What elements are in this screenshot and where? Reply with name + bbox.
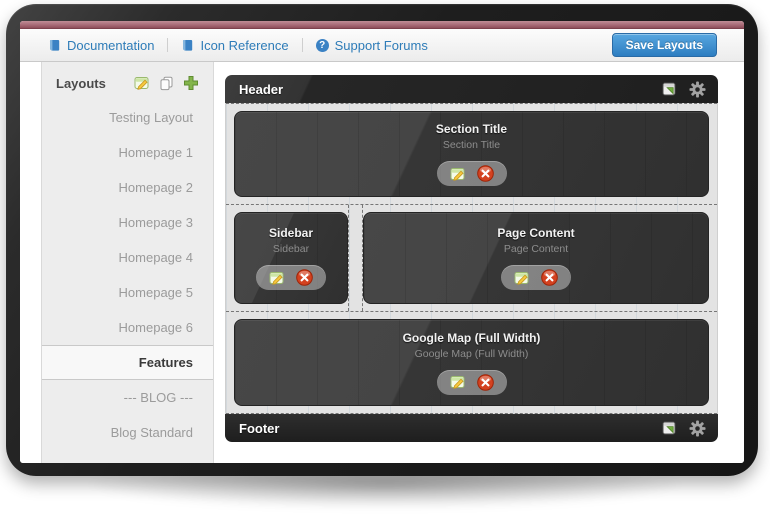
builder-row: Google Map (Full Width) Google Map (Full… — [226, 312, 717, 414]
edit-icon[interactable] — [514, 270, 530, 286]
left-gutter — [20, 62, 41, 463]
documentation-link-label: Documentation — [67, 37, 155, 53]
block-title: Sidebar — [268, 226, 313, 240]
support-forums-link[interactable]: ? Support Forums — [315, 37, 428, 53]
block-actions — [436, 161, 507, 186]
book-icon — [181, 39, 194, 52]
documentation-link[interactable]: Documentation — [48, 38, 154, 53]
delete-icon[interactable] — [541, 269, 558, 286]
gear-icon[interactable] — [689, 80, 706, 98]
toolbar: Documentation Icon Reference ? Support F… — [20, 29, 744, 62]
sidebar-header: Layouts — [42, 62, 213, 100]
edit-icon[interactable] — [450, 374, 466, 390]
delete-icon[interactable] — [296, 269, 313, 286]
toolbar-separator — [167, 38, 169, 52]
sidebar-item-homepage-6[interactable]: Homepage 6 — [118, 320, 193, 335]
main-area: Header — [214, 62, 744, 463]
block-section-title[interactable]: Section Title Section Title — [234, 111, 709, 197]
device-bezel: Documentation Icon Reference ? Support F… — [6, 4, 758, 476]
block-actions — [436, 369, 507, 395]
content-area: Layouts Test — [20, 62, 744, 463]
sidebar-item-homepage-2[interactable]: Homepage 2 — [118, 180, 193, 195]
sidebar-item-features[interactable]: Features — [42, 345, 213, 380]
block-subtitle: Sidebar — [272, 243, 310, 255]
sidebar-item-testing-layout[interactable]: Testing Layout — [109, 110, 193, 125]
footer-region-label: Footer — [239, 420, 280, 436]
book-icon — [48, 39, 61, 52]
sidebar-item-homepage-5[interactable]: Homepage 5 — [118, 285, 193, 300]
sidebar-item-homepage-3[interactable]: Homepage 3 — [118, 215, 193, 230]
edit-icon[interactable] — [450, 166, 466, 182]
add-icon[interactable] — [183, 75, 199, 91]
add-element-icon[interactable] — [661, 420, 677, 436]
edit-icon[interactable] — [134, 75, 150, 91]
save-layouts-button[interactable]: Save Layouts — [611, 33, 717, 57]
delete-icon[interactable] — [476, 373, 494, 391]
sidebar-item-blog-standard[interactable]: Blog Standard — [110, 425, 193, 440]
header-bar-actions — [661, 80, 706, 98]
site-header-strip — [20, 21, 744, 29]
header-region-label: Header — [239, 81, 284, 97]
block-google-map[interactable]: Google Map (Full Width) Google Map (Full… — [234, 319, 709, 406]
sidebar-item-blog-separator: --- BLOG --- — [123, 390, 193, 405]
sidebar-item-homepage-1[interactable]: Homepage 1 — [118, 145, 193, 160]
screen: Documentation Icon Reference ? Support F… — [20, 21, 744, 463]
block-actions — [256, 265, 326, 290]
builder-row: Sidebar Sidebar — [226, 205, 717, 312]
copy-icon[interactable] — [159, 76, 174, 91]
gear-icon[interactable] — [689, 419, 706, 437]
block-actions — [501, 265, 571, 290]
sidebar-item-homepage-4[interactable]: Homepage 4 — [118, 250, 193, 265]
block-subtitle: Section Title — [442, 139, 501, 151]
sidebar-actions — [134, 75, 199, 91]
help-icon: ? — [315, 38, 329, 52]
sidebar-title: Layouts — [56, 75, 106, 91]
block-sidebar[interactable]: Sidebar Sidebar — [234, 212, 348, 304]
toolbar-separator — [301, 38, 303, 52]
block-title: Page Content — [497, 226, 575, 240]
header-region-bar: Header — [225, 75, 718, 103]
delete-icon[interactable] — [476, 165, 494, 182]
support-forums-link-label: Support Forums — [334, 37, 428, 53]
add-element-icon[interactable] — [661, 81, 677, 97]
builder-row: Section Title Section Title — [226, 103, 717, 205]
footer-region-bar: Footer — [225, 414, 718, 442]
footer-bar-actions — [661, 419, 706, 437]
icon-reference-link[interactable]: Icon Reference — [181, 37, 289, 53]
block-page-content[interactable]: Page Content Page Content — [363, 212, 709, 304]
block-title: Section Title — [435, 122, 508, 136]
block-subtitle: Google Map (Full Width) — [414, 347, 529, 360]
edit-icon[interactable] — [269, 270, 285, 286]
block-title: Google Map (Full Width) — [402, 330, 541, 345]
block-subtitle: Page Content — [503, 243, 569, 255]
column-divider — [348, 205, 363, 311]
layouts-sidebar: Layouts Test — [41, 62, 214, 463]
icon-reference-link-label: Icon Reference — [200, 37, 289, 53]
layout-builder-panel: Header — [225, 75, 718, 442]
builder-canvas: Section Title Section Title — [225, 103, 718, 414]
